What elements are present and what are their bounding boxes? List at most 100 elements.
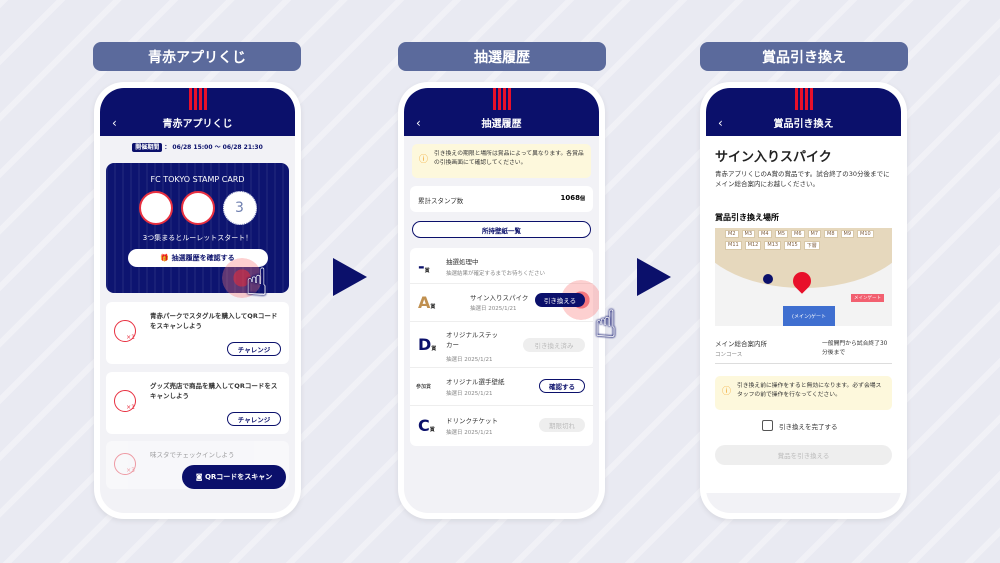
stamp-filled (180, 191, 215, 225)
redeemed-button: 引き換え済み (523, 338, 585, 352)
stamp-total-label: 累計スタンプ数 (418, 197, 464, 205)
prize-row: A賞 サイン入りスパイク 抽選日 2025/1/21 引き換える (410, 280, 599, 322)
prize-name: オリジナル選手壁紙 (446, 378, 505, 386)
map-section-label: M6 (791, 230, 805, 238)
prize-name: オリジナルステッカー (446, 331, 498, 349)
page-title: 青赤アプリくじ (162, 119, 233, 130)
back-icon[interactable]: ‹ (112, 116, 117, 130)
back-icon[interactable]: ‹ (416, 116, 421, 130)
step-label-3: 賞品引き換え (700, 42, 908, 71)
prize-sub: 抽選日 2025/1/21 (470, 306, 517, 312)
stamp-empty: 3 (222, 191, 257, 225)
map-gate-box: (メイン)ゲート (783, 306, 835, 326)
scan-qr-label: QRコードをスキャン (204, 473, 273, 481)
prize-sub: 抽選日 2025/1/21 (446, 430, 493, 436)
mission-text: グッズ売店で商品を購入してQRコードをスキャンしよう (150, 382, 278, 400)
redeem-button[interactable]: 引き換える (535, 293, 585, 307)
warning-icon: ⓘ (722, 387, 732, 397)
prize-grade: C (418, 416, 430, 435)
map-section-label: M13 (764, 241, 782, 250)
prize-suffix: 賞 (430, 304, 436, 310)
card-message: 3つ集まるとルーレットスタート！ (142, 234, 253, 242)
prize-suffix: 賞 (424, 268, 430, 274)
mission-text: 味スタでチェックインしよう (150, 451, 235, 459)
card-title: FC TOKYO STAMP CARD (150, 175, 245, 184)
location-heading: 賞品引き換え場所 (715, 213, 779, 222)
back-icon[interactable]: ‹ (718, 116, 723, 130)
phone-redeem: ‹ 賞品引き換え サイン入りスパイク 青赤アプリくじのA賞の賞品です。試合終了の… (700, 82, 907, 519)
map-section-label: M4 (758, 230, 772, 238)
arrow-right-icon (333, 258, 367, 296)
challenge-button[interactable]: チャレンジ (227, 342, 281, 356)
prize-title: サイン入りスパイク (715, 150, 832, 165)
mission-text: 青赤パークでスタグルを購入してQRコードをスキャンしよう (150, 312, 278, 330)
redeem-submit-button: 賞品を引き換える (715, 445, 892, 465)
place-name: メイン総合案内所 (715, 340, 767, 348)
warning-text: 引き換え前に操作をすると無効になります。必ず会場スタッフの前で操作を行なってくだ… (737, 383, 882, 398)
phone-lottery: ‹ 青赤アプリくじ 開催期間 ： 06/28 15:00 ～ 06/28 21:… (94, 82, 301, 519)
prize-grade: 参加賞 (416, 384, 432, 390)
map-section-label: M10 (857, 230, 874, 238)
notice-text: 引き換えの期限と場所は賞品によって異なります。各賞品の引換画面にて確認してくださ… (434, 151, 584, 166)
place-sub: コンコース (715, 352, 743, 358)
map-gate-label: メインゲート (851, 294, 884, 302)
prize-suffix: 賞 (429, 427, 435, 433)
prize-sub: 抽選結果が確定するまでお待ちください (446, 271, 546, 277)
map-section-label: M8 (824, 230, 838, 238)
mission-item: ×1 グッズ売店で商品を購入してQRコードをスキャンしよう チャレンジ (106, 372, 289, 434)
pointer-hand-icon: ☝ (245, 260, 269, 304)
scan-qr-button[interactable]: ◙ QRコードをスキャン (182, 465, 286, 489)
map-section-label: M2 (725, 230, 739, 238)
stamp-icon: ×1 (114, 320, 136, 342)
camera-icon: ◙ (195, 473, 205, 481)
checkbox-label: 引き換えを完了する (779, 422, 838, 431)
stamp-icon: ×3 (114, 453, 136, 475)
pointer-hand-icon: ☝ (594, 302, 618, 346)
prize-row: C賞 ドリンクチケット 抽選日 2025/1/21 期限切れ (410, 406, 593, 446)
prize-name: 抽選処理中 (446, 258, 479, 266)
prize-suffix: 賞 (431, 346, 437, 352)
page-title: 抽選履歴 (481, 119, 522, 130)
logo-stripes (492, 88, 511, 110)
logo-stripes (794, 88, 813, 110)
prize-sub: 抽選日 2025/1/21 (446, 357, 493, 363)
prize-row: D賞 オリジナルステッカー 抽選日 2025/1/21 引き換え済み (410, 322, 593, 368)
period: ： 06/28 15:00 ～ 06/28 21:30 (164, 144, 263, 151)
stamp-unit: 個 (579, 196, 585, 202)
phone-history: ‹ 抽選履歴 ⓘ 引き換えの期限と場所は賞品によって異なります。各賞品の引換画面… (398, 82, 605, 519)
stamp-filled (138, 191, 173, 225)
app-header: ‹ 抽選履歴 (404, 88, 599, 136)
prize-grade: A (418, 293, 431, 312)
arrow-right-icon (637, 258, 671, 296)
logo-stripes (188, 88, 207, 110)
prize-name: サイン入りスパイク (470, 294, 529, 302)
complete-checkbox[interactable] (762, 420, 773, 431)
complete-checkbox-row[interactable]: 引き換えを完了する (762, 420, 838, 431)
map-section-label: M11 (725, 241, 742, 250)
map-section-label: M9 (840, 230, 854, 238)
prize-name: ドリンクチケット (446, 417, 498, 425)
map-section-label: M7 (807, 230, 821, 238)
mission-item: ×1 青赤パークでスタグルを購入してQRコードをスキャンしよう チャレンジ (106, 302, 289, 364)
prize-sub: 抽選日 2025/1/21 (446, 391, 493, 397)
warning-box: ⓘ 引き換え前に操作をすると無効になります。必ず会場スタッフの前で操作を行なって… (715, 376, 892, 410)
step-label-1: 青赤アプリくじ (93, 42, 301, 71)
page-title: 賞品引き換え (773, 119, 834, 130)
wallpaper-list-button[interactable]: 所持壁紙一覧 (412, 221, 591, 238)
tap-indicator (222, 258, 262, 298)
redeem-hours: 一般開門から試合終了30分後まで (822, 341, 888, 356)
map-section-label: M3 (741, 230, 755, 238)
notice-box: ⓘ 引き換えの期限と場所は賞品によって異なります。各賞品の引換画面にて確認してく… (412, 144, 591, 178)
prize-row: -賞 抽選処理中 抽選結果が確定するまでお待ちください (410, 248, 593, 284)
challenge-button[interactable]: チャレンジ (227, 412, 281, 426)
app-header: ‹ 青赤アプリくじ (100, 88, 295, 136)
gift-icon: 🎁 (160, 254, 172, 262)
map-section-label: M5 (774, 230, 788, 238)
confirm-button[interactable]: 確認する (539, 379, 585, 393)
period-badge: 開催期間 (132, 143, 163, 152)
map-section-label: M12 (744, 241, 762, 250)
prize-grade: D (418, 335, 432, 354)
stamp-total: 累計スタンプ数 1068個 (410, 186, 593, 212)
expired-button: 期限切れ (539, 418, 585, 432)
